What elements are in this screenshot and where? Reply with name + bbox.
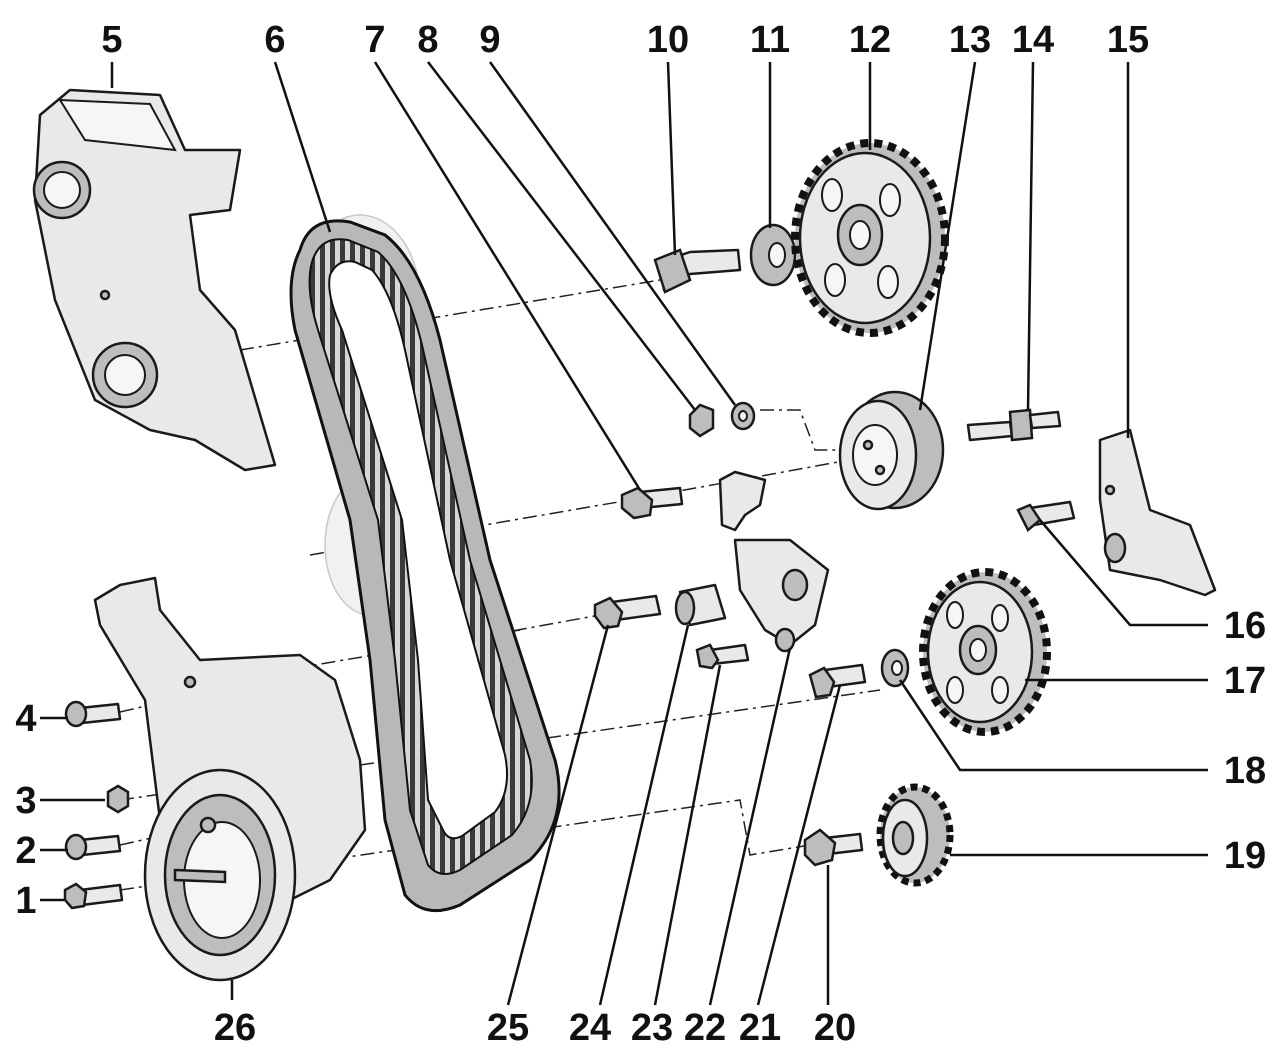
engine-mount-bracket (1098, 428, 1217, 597)
tensioner-stud (966, 408, 1062, 442)
cover-bolt-1 (63, 882, 124, 910)
tensioner-flange-bolt (620, 486, 684, 520)
cover-nut-3 (106, 784, 130, 814)
callout-6: 6 (264, 19, 285, 61)
callout-20: 20 (814, 1007, 856, 1049)
tensioner-bolt (695, 643, 750, 670)
callout-19: 19 (1224, 835, 1266, 877)
callout-17: 17 (1224, 660, 1266, 702)
callout-22: 22 (684, 1007, 726, 1049)
callout-14: 14 (1012, 19, 1054, 61)
pump-washer (880, 648, 910, 688)
leader-lines (40, 61, 1208, 1006)
tensioner-nut-and-washer (688, 401, 756, 438)
idler-bolt (593, 594, 662, 630)
callout-13: 13 (949, 19, 991, 61)
callout-3: 3 (15, 780, 36, 822)
callout-18: 18 (1224, 750, 1266, 792)
lower-timing-cover (93, 576, 367, 922)
injection-pump-sprocket (919, 568, 1051, 736)
callout-26: 26 (214, 1007, 256, 1049)
callout-21: 21 (739, 1007, 781, 1049)
callout-5: 5 (101, 19, 122, 61)
callout-10: 10 (647, 19, 689, 61)
pump-sprocket-bolt (808, 663, 867, 699)
belt-tensioner-assembly (718, 470, 830, 653)
callout-11: 11 (750, 19, 790, 61)
crankshaft-bolt (803, 828, 864, 867)
crankshaft-sprocket (876, 783, 954, 887)
callout-15: 15 (1107, 19, 1149, 61)
callout-2: 2 (15, 830, 36, 872)
callout-25: 25 (487, 1007, 529, 1049)
callout-12: 12 (849, 19, 891, 61)
callout-23: 23 (631, 1007, 673, 1049)
camshaft-washer (749, 223, 797, 287)
camshaft-sprocket (791, 139, 949, 337)
camshaft-bolt (653, 248, 742, 294)
cover-bolt-2 (64, 833, 122, 861)
cover-bolt-4 (64, 700, 122, 728)
callout-8: 8 (417, 19, 438, 61)
timing-belt (289, 214, 561, 913)
crankshaft-pulley (143, 768, 297, 982)
callout-16: 16 (1224, 605, 1266, 647)
callout-7: 7 (364, 19, 385, 61)
tensioner-pulley (838, 390, 945, 511)
callout-1: 1 (15, 880, 36, 922)
callout-labels: 5 6 7 8 9 10 11 12 13 14 15 16 17 18 19 … (15, 19, 1266, 1049)
callout-4: 4 (15, 698, 36, 740)
upper-timing-cover (32, 88, 277, 472)
spacer-sleeve (674, 583, 727, 627)
callout-9: 9 (479, 19, 500, 61)
callout-24: 24 (569, 1007, 611, 1049)
